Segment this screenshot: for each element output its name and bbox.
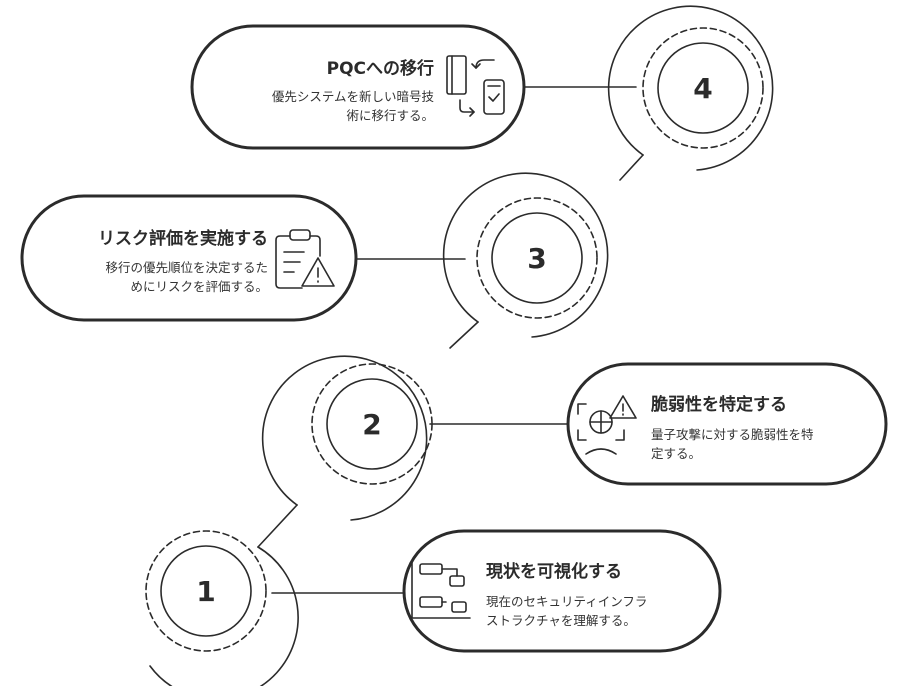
step-1-title: 現状を可視化する <box>486 562 622 582</box>
connector-1-2 <box>257 504 298 548</box>
step-4-desc-line-1: 優先システムを新しい暗号技 <box>271 89 434 104</box>
step-number-1: 1 <box>196 575 215 608</box>
step-4-desc-line-2: 術に移行する。 <box>346 108 434 123</box>
step-circle-4 <box>607 5 774 171</box>
hierarchy-chart-icon <box>411 561 471 619</box>
step-number-4: 4 <box>693 72 712 105</box>
migration-devices-icon <box>446 55 505 117</box>
step-1-desc-line-2: ストラクチャを理解する。 <box>486 613 636 628</box>
step-2-title: 脆弱性を特定する <box>651 395 787 415</box>
step-3-desc-line-1: 移行の優先順位を決定するた <box>105 260 268 275</box>
vulnerability-scan-icon <box>577 395 637 455</box>
step-1-description: 現在のセキュリティインフラ ストラクチャを理解する。 <box>486 592 700 630</box>
card-step-3 <box>20 194 358 322</box>
step-3-desc-line-2: めにリスクを評価する。 <box>130 279 268 294</box>
step-circle-2 <box>261 355 433 521</box>
clipboard-warning-icon <box>275 229 335 289</box>
card-step-1 <box>402 529 722 653</box>
connector-2-3 <box>449 321 479 349</box>
card-4-text: PQCへの移行 優先システムを新しい暗号技 術に移行する。 <box>226 54 434 125</box>
step-4-title: PQCへの移行 <box>326 59 434 79</box>
connector-3-4 <box>619 154 644 181</box>
step-circle-3 <box>442 172 609 338</box>
step-4-description: 優先システムを新しい暗号技 術に移行する。 <box>226 87 434 125</box>
step-number-2: 2 <box>362 408 381 441</box>
step-2-desc-line-2: 定する。 <box>651 446 702 461</box>
card-1-text: 現状を可視化する 現在のセキュリティインフラ ストラクチャを理解する。 <box>486 557 700 630</box>
step-circle-1 <box>145 530 299 686</box>
step-3-title: リスク評価を実施する <box>98 229 268 249</box>
step-3-description: 移行の優先順位を決定するた めにリスクを評価する。 <box>36 258 268 296</box>
card-3-text: リスク評価を実施する 移行の優先順位を決定するた めにリスクを評価する。 <box>36 224 268 296</box>
step-number-3: 3 <box>527 242 546 275</box>
step-2-desc-line-1: 量子攻撃に対する脆弱性を特 <box>651 427 814 442</box>
card-2-text: 脆弱性を特定する 量子攻撃に対する脆弱性を特 定する。 <box>651 390 866 463</box>
step-2-description: 量子攻撃に対する脆弱性を特 定する。 <box>651 425 866 463</box>
step-1-desc-line-1: 現在のセキュリティインフラ <box>486 594 648 609</box>
